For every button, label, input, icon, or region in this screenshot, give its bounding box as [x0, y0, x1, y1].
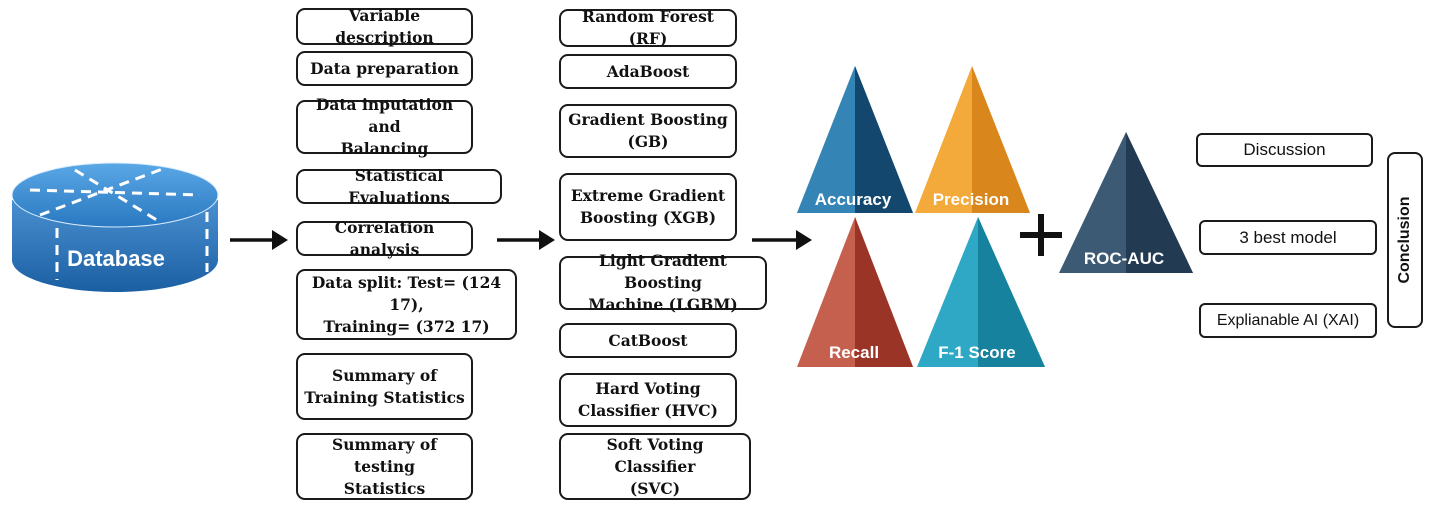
recall-label: Recall	[829, 343, 879, 362]
precision-label: Precision	[933, 190, 1010, 209]
step-data-split: Data split: Test= (124 17),Training= (37…	[296, 269, 517, 340]
recall-metric: Recall	[797, 217, 913, 367]
step-variable-description: Variable description	[296, 6, 473, 47]
result-best-models: 3 best model	[1199, 220, 1377, 255]
arrow-3-head	[796, 230, 812, 250]
plus-icon	[1020, 214, 1062, 256]
step-statistical-evaluations: Statistical Evaluations	[296, 166, 502, 207]
roc-auc-label: ROC-AUC	[1084, 249, 1164, 268]
model-gradient-boosting: Gradient Boosting(GB)	[559, 104, 737, 158]
database-label: Database	[67, 246, 165, 271]
precision-metric: Precision	[915, 66, 1030, 213]
step-correlation-analysis: Correlation analysis	[296, 218, 473, 259]
accuracy-metric: Accuracy	[797, 66, 913, 213]
arrow-2-head	[539, 230, 555, 250]
roc-auc-metric: ROC-AUC	[1059, 132, 1193, 273]
result-xai: Explianable AI (XAI)	[1199, 303, 1377, 338]
model-adaboost: AdaBoost	[559, 54, 737, 89]
f1-label: F-1 Score	[938, 343, 1015, 362]
model-soft-voting: Soft Voting Classifier(SVC)	[559, 433, 751, 500]
result-discussion: Discussion	[1196, 133, 1373, 167]
conclusion-label: Conclusion	[1396, 196, 1413, 284]
model-random-forest: Random Forest (RF)	[559, 7, 737, 48]
f1-metric: F-1 Score	[917, 217, 1045, 367]
conclusion-box: Conclusion	[1387, 152, 1423, 328]
accuracy-label: Accuracy	[815, 190, 892, 209]
model-catboost: CatBoost	[559, 323, 737, 358]
database-icon: Database	[11, 162, 219, 292]
step-data-preparation: Data preparation	[296, 51, 473, 86]
arrow-1-head	[272, 230, 288, 250]
